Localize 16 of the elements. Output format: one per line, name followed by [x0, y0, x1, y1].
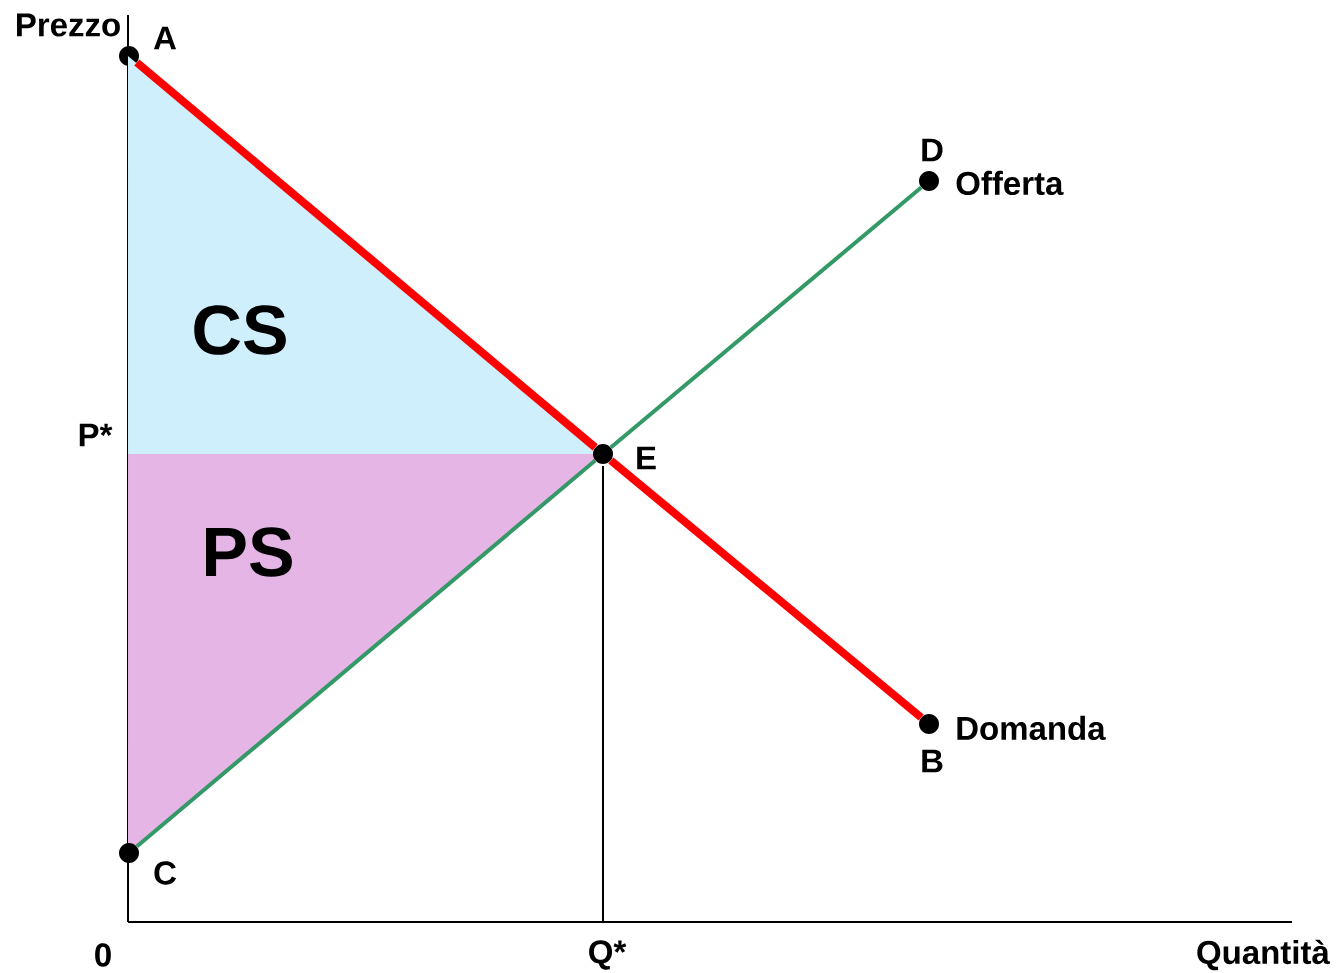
shaded-area: PS [128, 454, 603, 853]
point-label: Offerta [956, 170, 1064, 196]
curve-line [609, 186, 923, 449]
axis-label: P* [79, 423, 113, 447]
curve-line [608, 457, 924, 721]
point-label: Domanda [957, 715, 1106, 741]
axis-label: Q* [589, 940, 627, 970]
point-label: A [153, 26, 177, 50]
axis-label: Quantità [1197, 939, 1330, 971]
point-label: E [637, 446, 656, 470]
point-label: D [922, 138, 943, 162]
axis-label: Prezzo [17, 13, 120, 37]
point-label: B [922, 749, 943, 773]
point-label: C [154, 861, 176, 885]
axis-label: 0 [95, 943, 111, 967]
shaded-area: CS [128, 56, 603, 454]
